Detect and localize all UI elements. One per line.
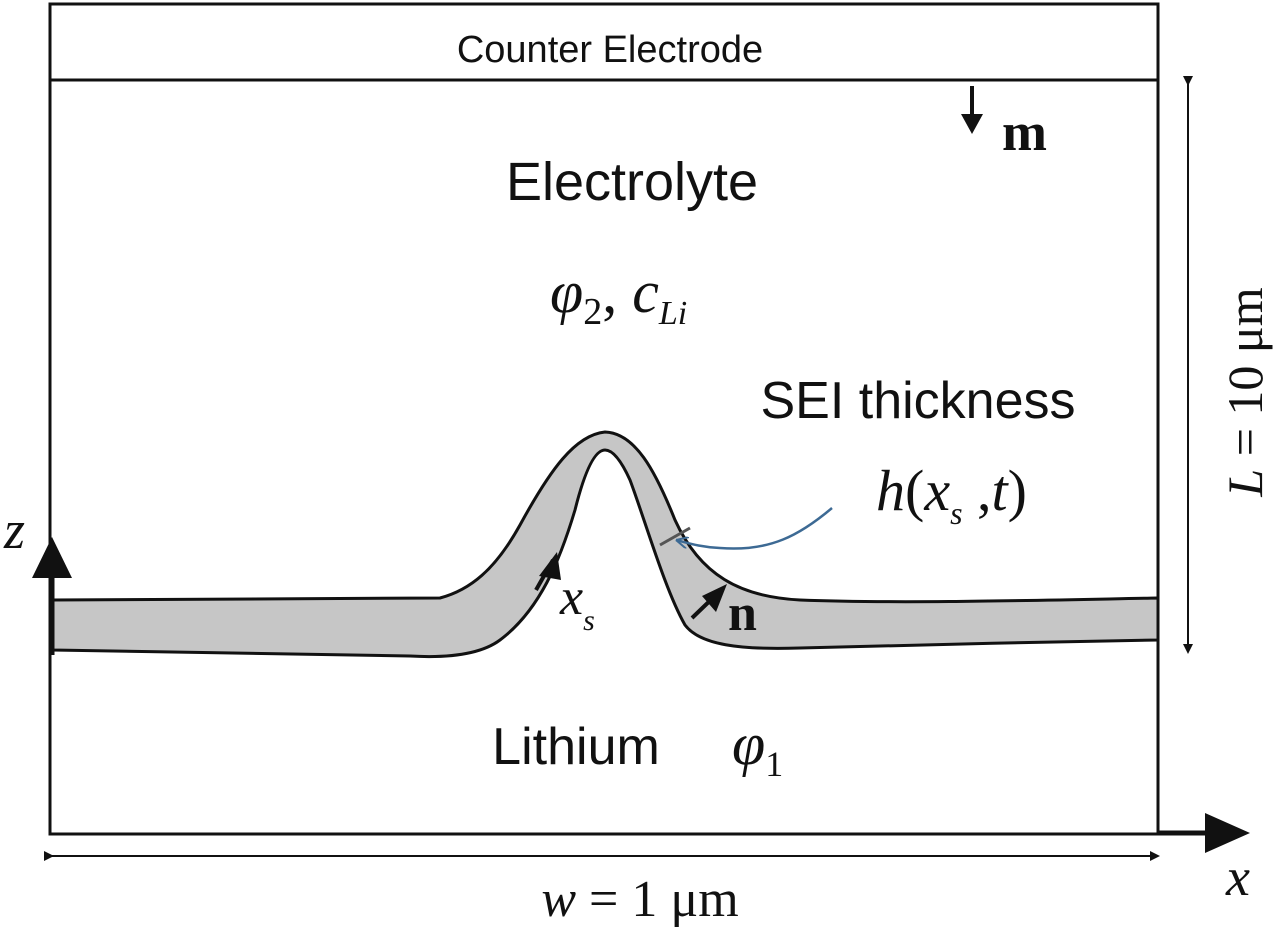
z-axis-head bbox=[32, 537, 72, 578]
sei-thickness-label: SEI thickness bbox=[760, 372, 1075, 430]
h-symbol: h bbox=[876, 458, 905, 523]
c-li-symbol: c bbox=[632, 259, 659, 325]
paren-open: ( bbox=[905, 458, 924, 523]
xs-subscript: s bbox=[583, 604, 595, 637]
lithium-label: Lithium bbox=[492, 718, 660, 776]
domain-box bbox=[48, 2, 1160, 836]
height-var: L bbox=[1217, 469, 1273, 498]
width-eq: = 1 μm bbox=[576, 871, 739, 928]
phi1-subscript: 1 bbox=[765, 744, 783, 784]
t-symbol: t bbox=[992, 458, 1010, 523]
electrolyte-var-separator: , bbox=[602, 259, 632, 325]
h-arg-separator: , bbox=[963, 458, 992, 523]
paren-close: ) bbox=[1008, 458, 1027, 523]
phi2-subscript: 2 bbox=[583, 291, 602, 333]
xs-label: xs bbox=[559, 569, 595, 637]
sei-pointer-arrow bbox=[676, 507, 833, 550]
height-dimension-label: L = 10 μm bbox=[1217, 287, 1273, 497]
width-dimension-label: w = 1 μm bbox=[541, 871, 738, 928]
x-axis-head bbox=[1205, 813, 1250, 853]
xs-arrow-head bbox=[539, 552, 561, 580]
sei-thickness-marker bbox=[659, 526, 691, 547]
xs-symbol: x bbox=[559, 569, 583, 626]
m-arrow-head bbox=[961, 114, 983, 134]
phi1-symbol: φ bbox=[732, 711, 765, 777]
normal-arrow-head bbox=[702, 584, 727, 612]
m-vector-label: m bbox=[1002, 102, 1047, 162]
lithium-variable: φ1 bbox=[732, 711, 783, 784]
h-xs-subscript: s bbox=[950, 495, 962, 531]
height-eq: = 10 μm bbox=[1217, 287, 1273, 469]
width-var: w bbox=[541, 871, 576, 928]
x-axis-label: x bbox=[1225, 847, 1250, 907]
c-li-subscript: Li bbox=[658, 295, 687, 332]
sei-thickness-function: h(xs ,t) bbox=[876, 458, 1027, 531]
electrolyte-variables: φ2, cLi bbox=[550, 259, 687, 333]
phi2-symbol: φ bbox=[550, 259, 583, 325]
electrolyte-label: Electrolyte bbox=[506, 152, 758, 212]
h-xs-symbol: x bbox=[923, 458, 950, 523]
n-vector-label: n bbox=[728, 585, 757, 642]
sei-layer bbox=[50, 430, 1160, 659]
counter-electrode-label: Counter Electrode bbox=[457, 29, 763, 71]
z-axis-label: z bbox=[3, 500, 25, 560]
